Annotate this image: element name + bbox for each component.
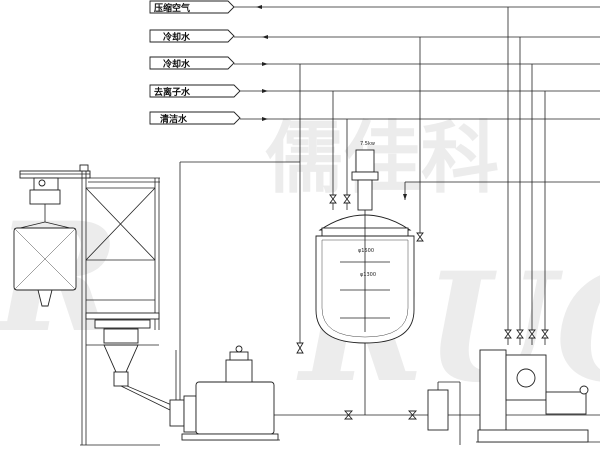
drop-lines [299, 7, 600, 350]
svg-text:冷却水: 冷却水 [163, 31, 191, 43]
bag-dump-station [79, 164, 175, 446]
utility-lines: 压缩空气 冷却水 冷却水 去离子水 清洁水 [149, 0, 600, 125]
motor-rating: 7.5kw [360, 141, 375, 147]
reactor: 7.5kw φ1500 φ1300 [315, 141, 415, 415]
svg-text:冷却水: 冷却水 [163, 58, 191, 70]
bead-mill [476, 349, 600, 443]
bag-hoist [13, 170, 91, 307]
utility-line-compressed-air: 压缩空气 [149, 0, 600, 14]
svg-text:压缩空气: 压缩空气 [154, 2, 190, 14]
utility-line-cooling-water-2: 冷却水 [149, 56, 600, 70]
reactor-tag-1: φ1500 [358, 248, 374, 254]
utility-line-cooling-water-1: 冷却水 [149, 29, 600, 43]
svg-text:清洁水: 清洁水 [160, 113, 188, 125]
watermark-cjk: 儒佳科 [265, 114, 499, 204]
valves [296, 194, 549, 354]
utility-line-deionized-water: 去离子水 [149, 84, 600, 98]
transfer-pump [169, 161, 300, 441]
bottom-process-line [274, 381, 600, 445]
reactor-tag-2: φ1300 [360, 272, 376, 278]
svg-text:去离子水: 去离子水 [154, 86, 191, 98]
